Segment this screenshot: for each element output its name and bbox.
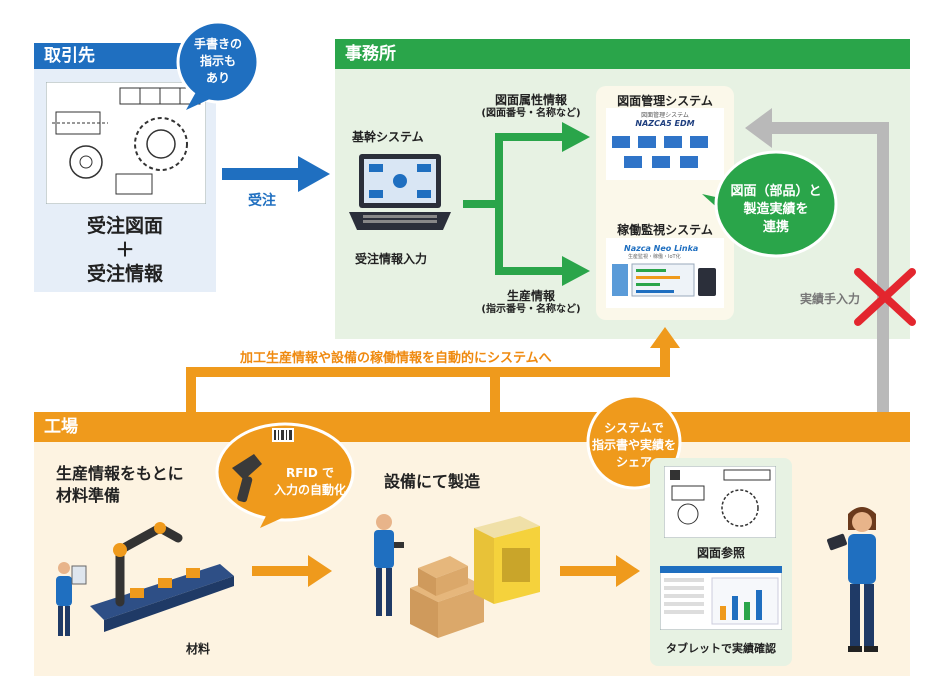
drawing-ref-label: 図面参照 xyxy=(696,546,745,560)
prep-line1: 生産情報をもとに xyxy=(56,464,184,483)
rfid-bubble-line2: 入力の自動化 xyxy=(273,483,346,497)
production-info: 生産情報 (指示番号・名称など) xyxy=(476,290,586,316)
drawing-mgmt-logo-small: 図面管理システム xyxy=(641,112,689,119)
prep-caption: 生産情報をもとに 材料準備 xyxy=(56,463,184,507)
client-bubble-shape xyxy=(176,20,260,110)
rfid-bubble-line1: RFID で xyxy=(285,466,335,480)
prep-line2: 材料準備 xyxy=(56,486,121,505)
link-bubble-line1: 図面（部品）と xyxy=(730,184,822,199)
factory-arrows xyxy=(252,555,640,587)
monitor-logo-sub: 生産監視・稼働・IoT化 xyxy=(628,254,681,260)
shared-drawing xyxy=(664,466,776,538)
rfid-bubble-shape xyxy=(215,422,355,528)
manual-entry-path xyxy=(745,108,889,412)
share-bubble-line3: シェア xyxy=(615,455,652,469)
share-bubble-line2: 指示書や実績を xyxy=(591,438,676,452)
link-bubble-shape xyxy=(702,150,838,258)
nazca-edm-logo: NAZCA5 EDM xyxy=(635,119,695,128)
link-bubble-line2: 製造実績を xyxy=(743,202,809,217)
drawing-mgmt-screen: 図面管理システム NAZCA5 EDM xyxy=(606,108,724,180)
drawing-mgmt-tiles xyxy=(612,136,708,168)
drawing-attr-label: 図面属性情報 xyxy=(494,93,567,107)
production-info-sublabel: (指示番号・名称など) xyxy=(481,304,581,315)
office-title: 事務所 xyxy=(345,44,396,64)
drawing-attr-info: 図面属性情報 (図面番号・名称など) xyxy=(476,94,586,120)
auto-feed-path xyxy=(186,327,680,413)
client-bubble-line3: あり xyxy=(205,71,230,85)
tablet-confirm-label: タブレットで実績確認 xyxy=(666,642,776,655)
core-system-label: 基幹システム xyxy=(352,130,424,144)
link-bubble: 図面（部品）と 製造実績を 連携 xyxy=(720,183,832,237)
order-drawing-label: 受注図面 xyxy=(86,215,163,237)
share-bubble-line1: システムで xyxy=(604,421,664,435)
production-info-label: 生産情報 xyxy=(506,289,555,303)
link-bubble-line3: 連携 xyxy=(762,220,789,235)
drawing-mgmt-title: 図面管理システム xyxy=(617,94,713,108)
client-bubble-line2: 指示も xyxy=(199,54,236,68)
factory-header: 工場 xyxy=(34,412,910,442)
monitor-screen: Nazca Neo Linka 生産監視・稼働・IoT化 xyxy=(606,238,724,308)
office-header: 事務所 xyxy=(335,39,910,69)
results-screen xyxy=(660,566,782,630)
manual-entry-label: 実績手入力 xyxy=(800,292,861,306)
client-bubble-line1: 手書きの xyxy=(193,37,242,51)
split-arrows xyxy=(463,122,590,286)
client-title: 取引先 xyxy=(44,46,95,66)
order-info-label: 受注情報 xyxy=(86,263,163,285)
conveyor-robot-illustration xyxy=(56,522,234,636)
laptop-icon xyxy=(349,154,451,230)
monitor-system-title: 稼働監視システム xyxy=(617,223,713,237)
order-arrow xyxy=(222,156,330,192)
red-x-mark xyxy=(854,268,916,326)
monitor-dashboard xyxy=(612,263,716,297)
client-drawing xyxy=(46,82,206,204)
factory-title: 工場 xyxy=(44,417,78,437)
material-label: 材料 xyxy=(186,642,211,656)
order-label: 受注 xyxy=(248,193,276,209)
drawing-attr-sublabel: (図面番号・名称など) xyxy=(481,108,581,119)
manufacture-label: 設備にて製造 xyxy=(384,472,481,491)
plus-sign: ＋ xyxy=(115,239,135,261)
nazca-neo-linka-logo: Nazca Neo Linka xyxy=(624,244,699,253)
client-bubble: 手書きの 指示も あり xyxy=(176,36,260,87)
manufacturing-illustration xyxy=(374,514,540,638)
share-bubble: システムで 指示書や実績を シェア xyxy=(578,420,690,471)
auto-feed-label: 加工生産情報や設備の稼働情報を自動的にシステムへ xyxy=(240,351,552,366)
rfid-bubble: RFID で 入力の自動化 xyxy=(262,465,358,499)
client-caption: 受注図面 ＋ 受注情報 xyxy=(34,214,216,286)
worker-tablet-illustration xyxy=(827,507,878,652)
order-entry-label: 受注情報入力 xyxy=(355,252,428,266)
